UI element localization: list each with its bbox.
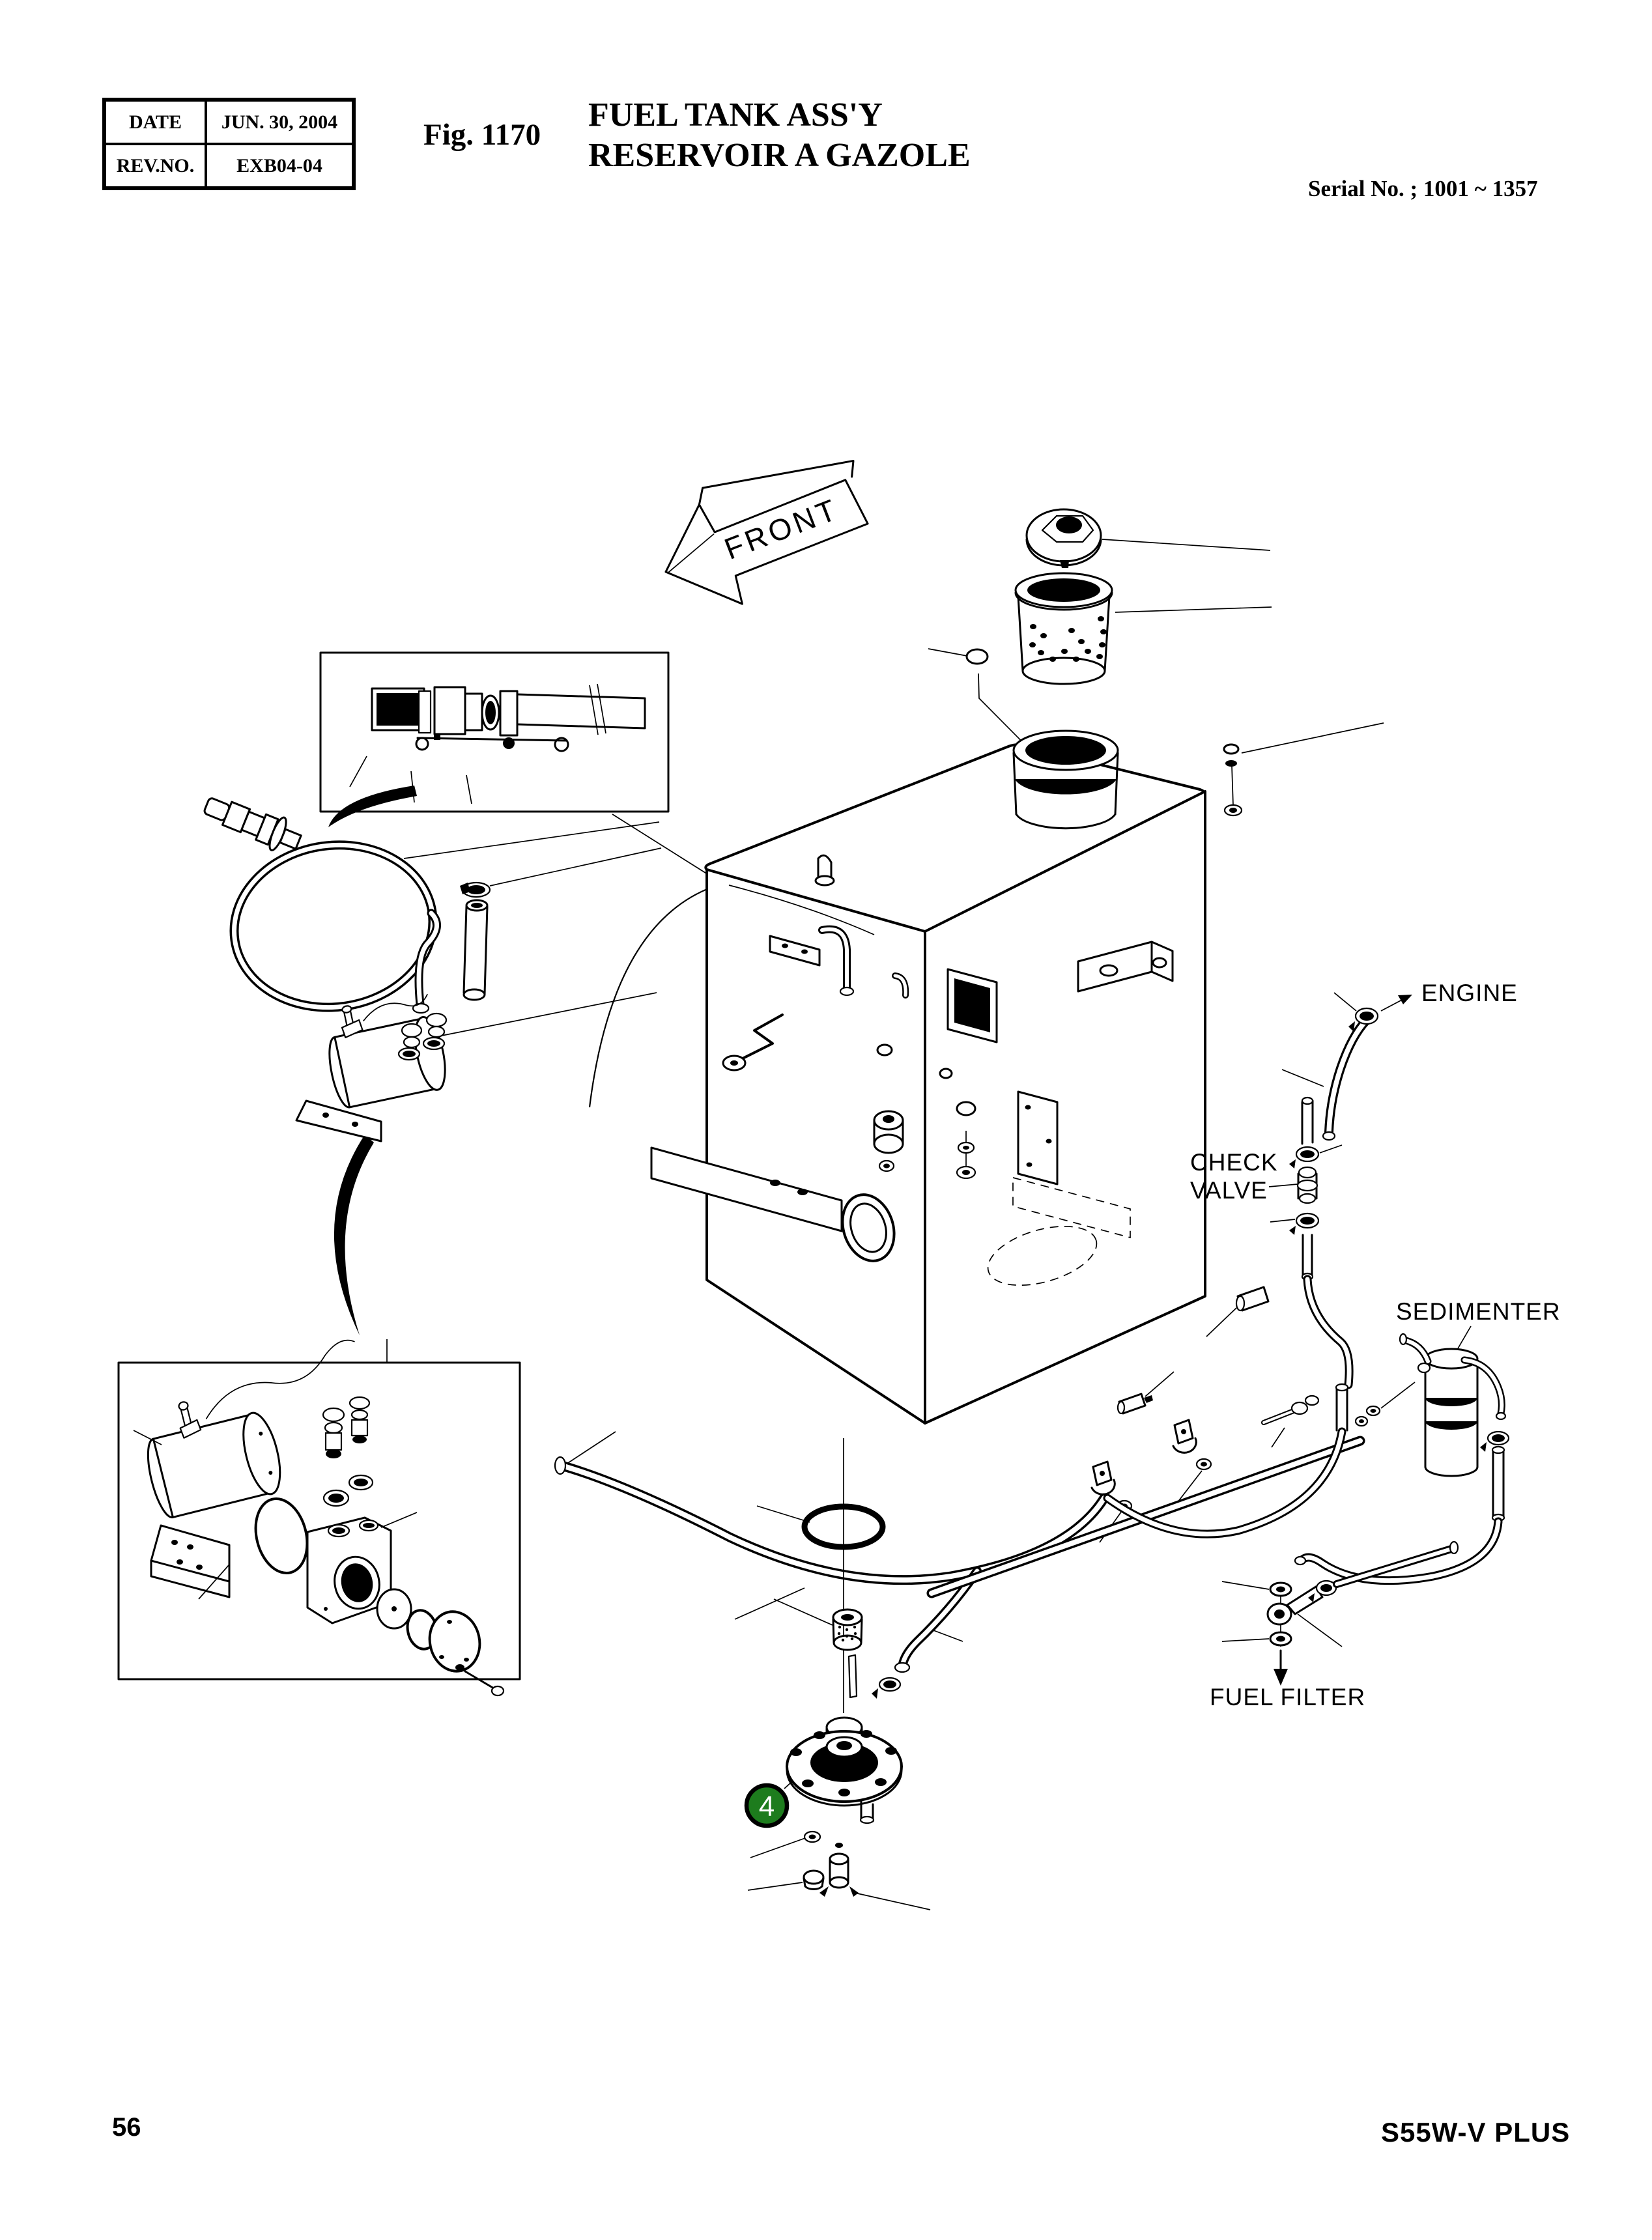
breather-plug: [1223, 743, 1243, 817]
filler-neck: [1012, 730, 1119, 830]
callout-balloon-4: 4: [744, 1783, 790, 1828]
revision-table-date-label: DATE: [106, 102, 207, 145]
sender-gauge-assembly: [371, 683, 646, 752]
sender-flange-assembly: 4: [744, 1438, 903, 1897]
pump-motor: [147, 1339, 355, 1519]
revision-table-rev-label: REV.NO.: [106, 145, 207, 186]
vent-standpipe: [460, 881, 491, 1001]
page-title: FUEL TANK ASS'Y RESERVOIR A GAZOLE: [588, 95, 971, 176]
check-valve-label-line2: VALVE: [1190, 1177, 1268, 1204]
hose-nozzle: [203, 797, 302, 851]
plate-bolt-stack: [956, 1101, 976, 1180]
pump-housing: [306, 1516, 392, 1624]
neck-bolt: [965, 648, 989, 681]
filler-guard-pipe: [818, 925, 909, 999]
pump-seal-ring: [254, 1497, 309, 1575]
page-number: 56: [112, 2113, 141, 2142]
page-title-line2: RESERVOIR A GAZOLE: [588, 137, 971, 174]
pump-bracket: [150, 1524, 231, 1583]
fuel-pump: [295, 993, 448, 1142]
sender-inset: [319, 651, 670, 813]
sedimenter-label: SEDIMENTER: [1396, 1298, 1561, 1325]
fuel-cap: [1023, 508, 1105, 568]
suction-strainer: [832, 1608, 863, 1651]
o-ring: [801, 1503, 886, 1550]
revision-table-rev-value: EXB04-04: [236, 154, 322, 177]
sedimenter-washers: [1354, 1405, 1381, 1427]
check-valve-label-line1: CHECK: [1190, 1149, 1278, 1176]
hidden-baffle-outline: [987, 1176, 1131, 1286]
return-line: [1103, 1275, 1354, 1538]
callout-number: 4: [759, 1791, 775, 1822]
sedimenter-assembly: [1260, 1333, 1510, 1585]
engine-label: ENGINE: [1421, 980, 1518, 1006]
rubber-mount: [873, 1110, 904, 1172]
fuel-tank-body: [650, 743, 1206, 1425]
access-port-ring: [841, 1193, 896, 1262]
mount-channel: [650, 1146, 843, 1232]
page-title-line1: FUEL TANK ASS'Y: [588, 96, 883, 134]
model-code: S55W-V PLUS: [1381, 2117, 1571, 2148]
engine-supply-hose: [1322, 995, 1412, 1141]
pump-inset-leaders: [133, 1430, 418, 1600]
flange-bolt: [803, 1854, 825, 1891]
fuel-filter-banjo: [1266, 1540, 1459, 1686]
fuel-sensor: [819, 1843, 859, 1897]
face-bolt-2: [939, 1068, 953, 1084]
figure-number: Fig. 1170: [423, 118, 541, 152]
pump-cover: [428, 1610, 481, 1673]
door-bracket: [947, 968, 998, 1043]
serial-number-note: Serial No. ; 1001 ~ 1357: [1308, 176, 1538, 201]
pump-inlet-fittings: [322, 1396, 374, 1507]
pump-inset: [117, 1339, 521, 1697]
front-direction-arrow: FRONT: [664, 459, 869, 605]
pump-fittings: [397, 1012, 448, 1061]
motion-arc-marks: [328, 786, 417, 1335]
pump-impeller: [376, 1588, 412, 1630]
fuel-filter-label: FUEL FILTER: [1210, 1684, 1365, 1710]
coiled-filler-hose: [203, 797, 441, 1014]
sender-inset-leaders: [349, 756, 472, 804]
lifting-hook: [814, 854, 835, 886]
filler-strainer: [1014, 572, 1113, 685]
diagram-labels: ENGINE CHECK VALVE SEDIMENTER FUEL FILTE…: [1190, 980, 1561, 1710]
flange-washer: [803, 1830, 821, 1843]
sender-rod: [847, 1654, 858, 1699]
drain-handle-rod: [722, 1014, 784, 1071]
hook-plate: [769, 935, 821, 967]
sedimenter-outlet-tube: [1294, 1430, 1510, 1585]
revision-table-date-value: JUN. 30, 2004: [207, 102, 352, 145]
face-bolt: [876, 1043, 893, 1063]
cover-plate: [1017, 1090, 1059, 1185]
check-valve-assembly: [1289, 1096, 1320, 1281]
sedimenter-bolt: [1260, 1395, 1320, 1428]
side-mount-bracket: [1077, 941, 1174, 993]
cover-screw: [455, 1664, 505, 1697]
pipe-sleeves: [1117, 1286, 1270, 1415]
sender-flange: [786, 1716, 903, 1824]
revision-table: DATE JUN. 30, 2004 REV.NO. EXB04-04: [102, 98, 356, 190]
